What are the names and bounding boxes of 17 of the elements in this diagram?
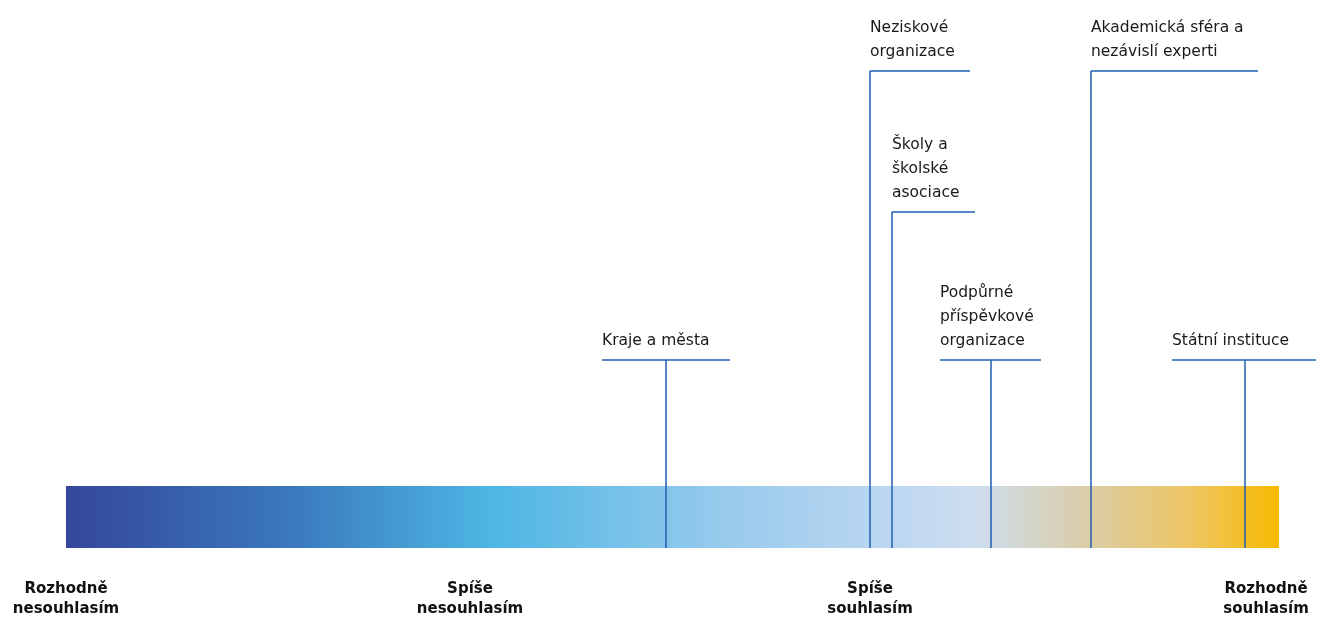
stakeholder-label: Podpůrné příspěvkové organizace — [940, 282, 1035, 351]
leader-line — [1171, 359, 1317, 549]
gradient-scale-bar — [66, 486, 1279, 548]
stakeholder-label: Neziskové organizace — [870, 17, 956, 62]
leader-line — [939, 359, 1042, 549]
leader-line — [869, 70, 971, 549]
scale-label: Rozhodně souhlasím — [1223, 578, 1309, 618]
scale-label: Rozhodně nesouhlasím — [11, 578, 121, 618]
leader-line — [601, 359, 731, 549]
stakeholder-label: Kraje a města — [602, 330, 711, 351]
stakeholder-label: Státní instituce — [1172, 330, 1291, 351]
scale-label: Spíše nesouhlasím — [415, 578, 525, 618]
leader-line — [1090, 70, 1259, 549]
stakeholder-label: Akademická sféra a nezávislí experti — [1091, 17, 1245, 62]
scale-label: Spíše souhlasím — [826, 578, 914, 618]
stakeholder-label: Školy a školské asociace — [892, 133, 961, 203]
leader-line — [891, 211, 976, 549]
